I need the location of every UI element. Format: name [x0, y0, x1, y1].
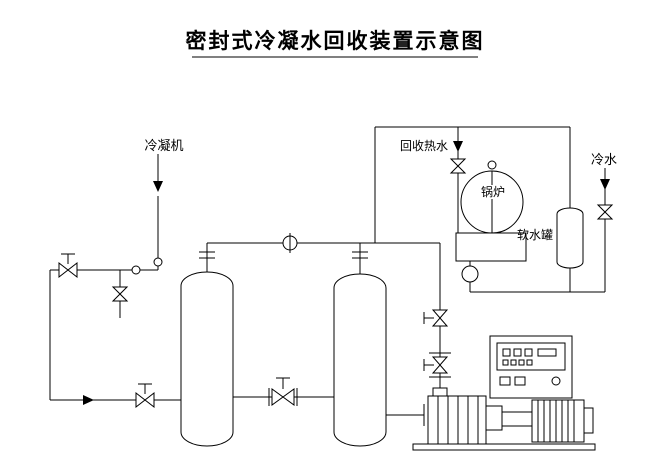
boiler-label: 锅炉 — [481, 184, 505, 199]
panel-knob-icon — [551, 376, 561, 386]
pump-inlet-flange — [423, 404, 429, 426]
flanged-discharge-valve-icon — [423, 352, 451, 378]
panel-button — [524, 348, 533, 357]
panel-switch — [499, 376, 511, 386]
title-group: 密封式冷凝水回收装置示意图 — [186, 29, 485, 58]
recovered-hot-water-label: 回收热水 — [400, 139, 448, 153]
coupling-block — [485, 405, 503, 431]
panel-switch — [514, 376, 526, 386]
valve-stem — [423, 312, 434, 324]
hot-water-valve-icon — [449, 158, 467, 174]
panel-lamp — [518, 359, 525, 366]
valve-wedge — [596, 204, 614, 213]
boiler-base — [455, 232, 527, 262]
motor-fins — [537, 400, 575, 442]
tank2-nozzle-flange — [352, 251, 368, 259]
valve-wedge — [67, 261, 78, 279]
valve-wedge — [135, 391, 146, 409]
panel-lamp — [502, 359, 509, 366]
page-title: 密封式冷凝水回收装置示意图 — [186, 29, 485, 53]
boiler-label-bg — [478, 185, 508, 199]
valve-wedge — [596, 211, 614, 220]
motor-body — [531, 399, 585, 443]
coupling-shaft — [501, 411, 533, 427]
valve-wedge — [431, 309, 449, 319]
right-arrow-icon — [83, 395, 94, 405]
valve-flanges — [268, 388, 298, 406]
condensate-tank-2 — [333, 273, 387, 447]
boiler-vent-icon — [487, 160, 497, 170]
union-fitting-icon — [131, 265, 141, 275]
pump-unit — [412, 387, 596, 451]
soft-water-tank-vessel — [556, 207, 584, 269]
panel-button — [502, 348, 511, 357]
condenser-label: 冷凝机 — [144, 138, 183, 153]
cold-water-valve-icon — [596, 204, 614, 220]
valve-flanges — [429, 352, 451, 378]
union-fitting-icon — [153, 257, 163, 267]
tank1-vessel — [180, 271, 234, 447]
boiler-unit: 锅炉 — [455, 160, 527, 283]
cold-water-label: 冷水 — [591, 152, 617, 167]
check-valve-icon — [423, 309, 449, 327]
valve-stem — [423, 359, 434, 371]
valves — [58, 158, 614, 409]
flow-arrows — [83, 141, 610, 405]
tank2-vessel — [333, 273, 387, 447]
valve-wedge — [431, 317, 449, 327]
text-labels: 冷凝机 回收热水 冷水 — [144, 138, 617, 167]
gate-valve-icon — [58, 253, 78, 279]
motor-end-cap — [583, 407, 594, 434]
valve-stem — [138, 383, 152, 394]
gate-valve-icon — [135, 383, 155, 409]
pump-discharge-nozzle — [432, 387, 448, 397]
fittings — [131, 233, 298, 275]
tank1-nozzle-flange — [199, 251, 215, 259]
panel-display — [537, 348, 557, 357]
valve-wedge — [144, 391, 155, 409]
pump-stage-ribs — [437, 396, 479, 444]
motor-unit — [531, 399, 594, 443]
valve-wedge — [111, 286, 129, 295]
valve-wedge — [111, 293, 129, 302]
down-arrow-icon — [600, 179, 610, 190]
soft-water-tank-label: 软水罐 — [517, 228, 553, 242]
valve-wedge — [282, 388, 295, 406]
valve-stem — [276, 377, 290, 389]
panel-lamp — [510, 359, 517, 366]
condensate-tank-1 — [180, 271, 234, 447]
down-arrow-icon — [153, 181, 163, 192]
valve-wedge — [449, 158, 467, 167]
soft-water-tank-unit: 软水罐 — [517, 207, 584, 269]
valve-wedge — [271, 388, 284, 406]
control-cabinet — [489, 335, 573, 399]
panel-lamp — [526, 359, 533, 366]
valve-wedge — [449, 165, 467, 174]
down-arrow-icon — [453, 141, 463, 152]
drain-valve-icon — [111, 286, 129, 302]
pump-body — [427, 395, 487, 445]
valve-stem — [61, 253, 75, 264]
pump-baseplate — [412, 443, 596, 451]
circulation-pump-icon — [461, 265, 479, 283]
valve-wedge — [431, 356, 449, 366]
valve-wedge — [58, 261, 69, 279]
panel-button — [513, 348, 522, 357]
flanged-valve-icon — [268, 377, 298, 406]
valve-wedge — [431, 364, 449, 374]
